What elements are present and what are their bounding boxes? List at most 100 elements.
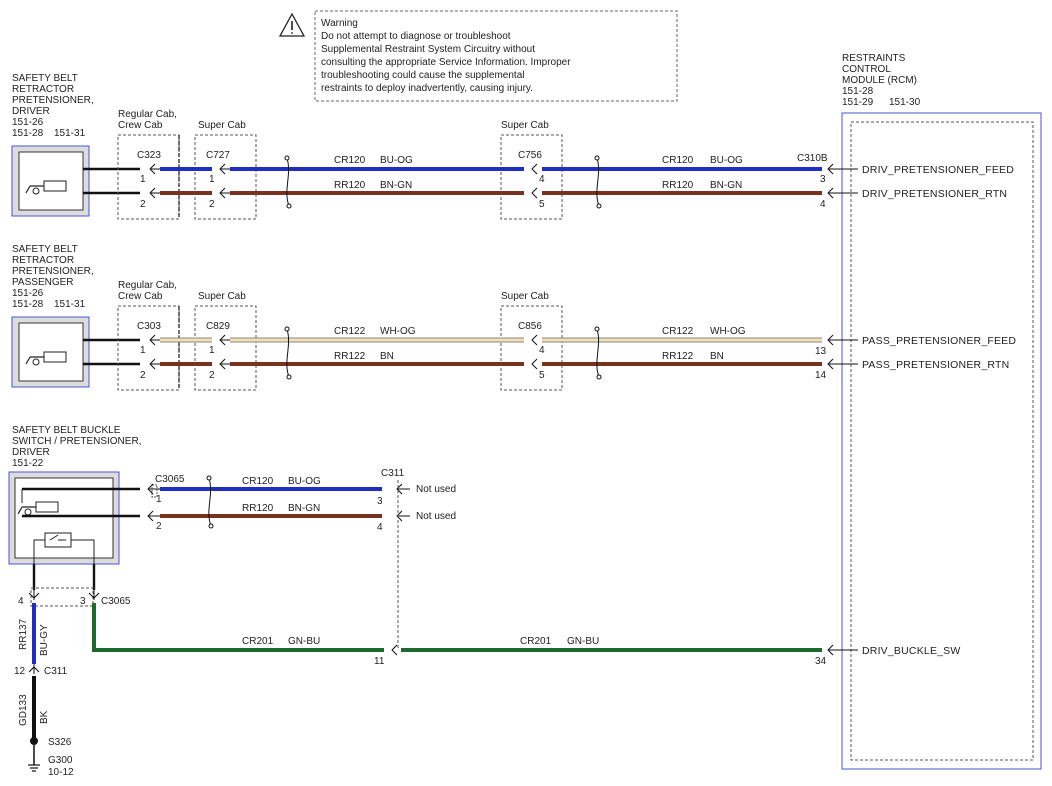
warning-icon <box>278 12 306 37</box>
conn-c829: C829 <box>206 321 230 332</box>
driver-ref-1: 151-26 <box>12 117 44 128</box>
pin-12-k: 12 <box>14 666 26 677</box>
buckle-title-3: DRIVER <box>12 447 50 458</box>
wire-buog-1: BU-OG <box>380 155 413 166</box>
driver-ref-2a: 151-28 <box>12 128 44 139</box>
cab-regular-4: Crew Cab <box>118 291 163 302</box>
rcm-title-2: CONTROL <box>842 64 891 75</box>
warning-line-4: consulting the appropriate Service Infor… <box>321 57 571 68</box>
signal-buckle-sw: DRIV_BUCKLE_SW <box>862 645 961 657</box>
wire-bugy: BU-GY <box>39 624 50 656</box>
cab-super-3: Super Cab <box>198 291 246 302</box>
wire-buog-3: BU-OG <box>288 476 321 487</box>
warning-line-3: Supplemental Restraint System Circuitry … <box>321 44 535 55</box>
not-used-2: Not used <box>416 511 456 522</box>
conn-c3065-b: C3065 <box>101 596 131 607</box>
wire-rr120-1: RR120 <box>334 180 366 191</box>
squib-icon <box>25 351 67 366</box>
driver-title-4: DRIVER <box>12 106 50 117</box>
wire-cr122-2: CR122 <box>662 326 694 337</box>
wire-cr122-1: CR122 <box>334 326 366 337</box>
pass-ref-2b: 151-31 <box>54 299 86 310</box>
cab-super-1: Super Cab <box>198 120 246 131</box>
wire-gd133: GD133 <box>18 694 29 726</box>
splice-s326 <box>30 737 38 745</box>
rcm-ref-1: 151-28 <box>842 86 874 97</box>
rcm-pin-13: 13 <box>815 346 827 357</box>
pass-title-3: PRETENSIONER, <box>12 266 94 277</box>
pin-2-d: 2 <box>140 370 146 381</box>
cab-super-4: Super Cab <box>501 291 549 302</box>
cab-regular-2: Crew Cab <box>118 120 163 131</box>
wire-rr122-2: RR122 <box>662 351 694 362</box>
squib-icon <box>17 501 59 516</box>
ground-icon <box>28 764 40 772</box>
driver-title-3: PRETENSIONER, <box>12 95 94 106</box>
rcm-connector-label: C310B <box>797 153 828 164</box>
pin-1-b: 1 <box>209 174 215 185</box>
pin-3-h: 3 <box>377 496 383 507</box>
wire-bngn-2: BN-GN <box>710 180 742 191</box>
wire-gnbu-2: GN-BU <box>567 636 599 647</box>
signal-pass-feed: PASS_PRETENSIONER_FEED <box>862 335 1016 347</box>
passenger-run: Regular Cab, Crew Cab Super Cab Super Ca… <box>117 280 843 391</box>
pin-2-g: 2 <box>156 521 162 532</box>
wire-cr201-1: CR201 <box>242 636 274 647</box>
passenger-pretensioner: SAFETY BELT RETRACTOR PRETENSIONER, PASS… <box>11 244 140 388</box>
pin-1-a: 1 <box>140 174 146 185</box>
conn-c311-b: C311 <box>44 666 68 677</box>
wire-whog-2: WH-OG <box>710 326 746 337</box>
buckle-ref-1: 151-22 <box>12 458 44 469</box>
wire-cr120-3: CR120 <box>242 476 274 487</box>
pass-title-2: RETRACTOR <box>12 255 74 266</box>
rcm-ref-2a: 151-29 <box>842 97 874 108</box>
pin-3-j: 3 <box>80 596 86 607</box>
rcm-inner-box <box>850 121 1034 761</box>
signal-pass-rtn: PASS_PRETENSIONER_RTN <box>862 359 1009 371</box>
warning-box: Warning Do not attempt to diagnose or tr… <box>278 10 678 102</box>
rcm-pin-34: 34 <box>815 656 827 667</box>
rcm-outer-box <box>841 112 1042 770</box>
pin-4-h: 4 <box>377 522 383 533</box>
driver-pretensioner: SAFETY BELT RETRACTOR PRETENSIONER, DRIV… <box>11 73 140 217</box>
pin-1-g: 1 <box>156 494 162 505</box>
driver-title-2: RETRACTOR <box>12 84 74 95</box>
driver-title-1: SAFETY BELT <box>12 73 78 84</box>
wire-bngn-1: BN-GN <box>380 180 412 191</box>
wire-rr122-1: RR122 <box>334 351 366 362</box>
warning-line-5: troubleshooting could cause the suppleme… <box>321 70 524 81</box>
rcm-pin-4: 4 <box>820 199 826 210</box>
not-used-1: Not used <box>416 484 456 495</box>
pass-title-4: PASSENGER <box>12 277 74 288</box>
signal-driv-rtn: DRIV_PRETENSIONER_RTN <box>862 188 1007 200</box>
wire-cr201-2: CR201 <box>520 636 552 647</box>
switch-icon <box>33 532 95 564</box>
rcm-module: RESTRAINTS CONTROL MODULE (RCM) 151-28 1… <box>797 53 1042 770</box>
pin-1-e: 1 <box>209 345 215 356</box>
wire-bn-1: BN <box>380 351 394 362</box>
wire-cr120-2: CR120 <box>662 155 694 166</box>
buckle-title-1: SAFETY BELT BUCKLE <box>12 425 121 436</box>
pin-5-c: 5 <box>539 199 545 210</box>
pin-11-m: 11 <box>374 656 385 667</box>
conn-g300: G300 <box>48 755 73 766</box>
pass-ref-1: 151-26 <box>12 288 44 299</box>
cab-regular-1: Regular Cab, <box>118 109 177 120</box>
rcm-title-3: MODULE (RCM) <box>842 75 917 86</box>
pin-4-f: 4 <box>539 345 545 356</box>
wire-bk: BK <box>39 710 50 724</box>
cab-regular-3: Regular Cab, <box>118 280 177 291</box>
driver-ref-2b: 151-31 <box>54 128 86 139</box>
pin-2-a: 2 <box>140 199 146 210</box>
conn-c756: C756 <box>518 150 542 161</box>
buckle-switch: SAFETY BELT BUCKLE SWITCH / PRETENSIONER… <box>8 425 843 778</box>
rcm-pin-14: 14 <box>815 370 827 381</box>
signal-driv-feed: DRIV_PRETENSIONER_FEED <box>862 164 1014 176</box>
pin-4-c: 4 <box>539 174 545 185</box>
wire-buog-2: BU-OG <box>710 155 743 166</box>
pin-5-f: 5 <box>539 370 545 381</box>
conn-c856: C856 <box>518 321 542 332</box>
cab-super-2: Super Cab <box>501 120 549 131</box>
wire-rr120-2: RR120 <box>662 180 694 191</box>
